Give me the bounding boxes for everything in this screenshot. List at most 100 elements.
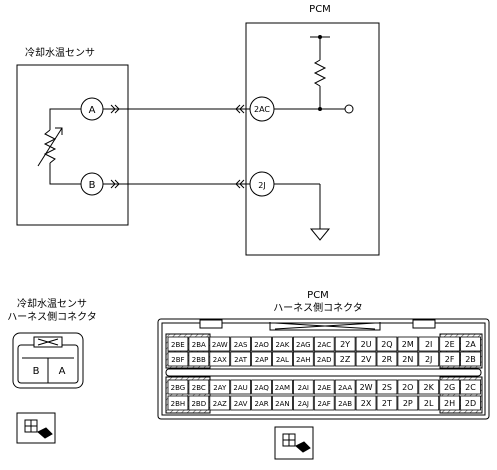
pcm-pin-label: 2W [360, 383, 373, 392]
pcm-pin-label: 2Q [381, 340, 392, 349]
pcm-pin-cell [439, 336, 461, 352]
pcm-pin-label: 2AD [317, 356, 332, 364]
pcm-pin-cell [397, 395, 419, 411]
pcm-pin-label: 2T [382, 399, 392, 408]
pcm-pin-label: 2B [465, 355, 476, 364]
pcm-pin-label: 2F [445, 355, 455, 364]
sensor-terminal-a: A [80, 97, 104, 121]
pcm-pin-label: 2P [403, 399, 413, 408]
pcm-pin-cell [209, 379, 231, 395]
pcm-pin-cell [460, 395, 481, 411]
pcm-pin-label: 2O [402, 383, 413, 392]
pcm-pin-label: 2BA [192, 341, 206, 349]
pcm-pin-cell [272, 351, 293, 367]
pcm-pin-label: 2M [402, 340, 414, 349]
pcm-pin-cell [167, 379, 189, 395]
pcm-pin-cell [188, 395, 210, 411]
pcm-pin-label: 2AJ [298, 400, 309, 408]
pcm-pin-cell [188, 336, 210, 352]
pcm-pin-cell [397, 379, 419, 395]
pcm-terminal-2j-label: 2J [258, 181, 265, 190]
pcm-pin-label: 2AG [296, 341, 311, 349]
pcm-pin-cell [251, 336, 272, 352]
pcm-pin-cell [313, 351, 335, 367]
pcm-pin-label: 2AU [233, 384, 247, 392]
pcm-pin-cell [418, 336, 440, 352]
pcm-pin-label: 2U [361, 340, 372, 349]
pcm-pin-cell [460, 379, 481, 395]
probe-icon [274, 426, 314, 460]
pcm-pin-label: 2AR [255, 400, 269, 408]
pcm-pin-label: 2AX [213, 356, 227, 364]
sensor-box [16, 64, 129, 226]
sensor-connector-pin-a: A [59, 366, 66, 377]
pcm-pin-label: 2AV [234, 400, 248, 408]
junction-dot [318, 107, 322, 111]
pcm-pin-cell [460, 336, 481, 352]
thermistor-symbol [37, 108, 81, 185]
pcm-pin-cell [167, 336, 189, 352]
pcm-pin-cell [439, 351, 461, 367]
pcm-pin-label: 2AZ [213, 400, 227, 408]
pcm-pin-cell [209, 336, 231, 352]
pcm-pin-label: 2J [425, 355, 432, 364]
pcm-pin-label: 2AB [338, 400, 352, 408]
pcm-pin-cell [334, 336, 356, 352]
pcm-pin-label: 2E [445, 340, 455, 349]
pcm-pin-label: 2AH [296, 356, 311, 364]
pcm-pin-cell [272, 379, 293, 395]
pcm-pin-cell [292, 351, 314, 367]
pcm-pin-cell [188, 379, 210, 395]
pcm-box [245, 22, 380, 256]
probe-icon [16, 412, 56, 444]
pcm-pin-label: 2R [382, 355, 393, 364]
pcm-pin-cell [418, 395, 440, 411]
pcm-pin-cell [334, 395, 356, 411]
pcm-pin-label: 2I [425, 340, 432, 349]
pcm-pin-cell [397, 336, 419, 352]
pcm-connector-caption-1: PCM [307, 290, 329, 301]
pcm-pin-label: 2AL [276, 356, 289, 364]
pcm-pin-label: 2AN [275, 400, 289, 408]
pcm-pin-cell [167, 351, 189, 367]
pcm-connector-housing [157, 318, 490, 420]
pcm-pin-cell [355, 379, 377, 395]
pcm-pin-cell [230, 379, 251, 395]
pcm-pin-label: 2S [382, 383, 392, 392]
pcm-pin-label: 2AK [275, 341, 289, 349]
junction-dot [318, 35, 322, 39]
pcm-pin-label: 2AP [255, 356, 268, 364]
pcm-pin-label: 2K [424, 383, 435, 392]
pcm-pin-cell [376, 336, 398, 352]
pcm-pin-cell [334, 379, 356, 395]
pcm-pin-cell [272, 336, 293, 352]
pcm-pin-label: 2BF [171, 356, 184, 364]
pcm-pin-label: 2Y [340, 340, 350, 349]
pcm-internal-circuit [274, 36, 354, 241]
pcm-pin-label: 2N [402, 355, 413, 364]
pcm-pin-label: 2AS [234, 341, 248, 349]
pcm-pin-cell [439, 395, 461, 411]
pcm-pin-label: 2AE [317, 384, 331, 392]
sensor-connector-pin-b: B [33, 366, 40, 377]
pcm-pin-label: 2AY [213, 384, 227, 392]
pcm-pin-label: 2AM [275, 384, 290, 392]
pcm-pin-cell [251, 351, 272, 367]
pcm-pin-cell [376, 379, 398, 395]
pcm-pin-cell [376, 395, 398, 411]
pcm-title: PCM [309, 4, 331, 15]
pcm-pin-label: 2BG [171, 384, 186, 392]
pcm-pin-cell [188, 351, 210, 367]
pcm-pin-label: 2AI [298, 384, 309, 392]
pcm-pin-label: 2BC [192, 384, 206, 392]
pcm-pin-cell [355, 351, 377, 367]
pcm-pin-cell [313, 336, 335, 352]
pcm-terminal-2ac: 2AC [249, 96, 275, 122]
pcm-terminal-2ac-label: 2AC [254, 105, 270, 114]
pcm-pin-cell [292, 395, 314, 411]
pcm-pin-label: 2BD [191, 400, 206, 408]
pcm-pin-label: 2V [361, 355, 372, 364]
pcm-pin-cell [230, 395, 251, 411]
